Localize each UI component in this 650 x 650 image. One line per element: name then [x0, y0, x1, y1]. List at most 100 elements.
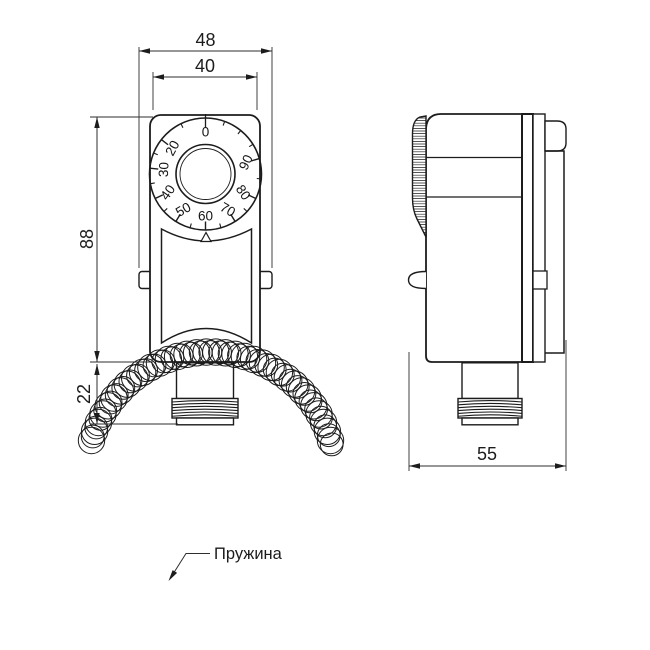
dial-major-tick: [250, 157, 260, 162]
dial-minor-tick: [222, 121, 226, 126]
dimension-depth: 55: [408, 340, 567, 471]
dial-major-tick: [160, 138, 169, 146]
dial-knob-outer: [175, 143, 236, 205]
dim-arrow: [94, 351, 100, 362]
dial-knob-inner: [179, 148, 232, 200]
front-panel: [160, 227, 253, 345]
dimension-body-height: 88: [77, 116, 153, 363]
dial-minor-tick: [243, 208, 248, 212]
spring-coil: [163, 342, 192, 371]
spring-coil: [151, 349, 176, 374]
thread-lines-side: [457, 400, 523, 417]
dial-label-50: 50: [173, 199, 194, 220]
spring-drawing: [77, 338, 345, 457]
dial-minor-tick: [163, 208, 168, 212]
spring-coil: [270, 362, 295, 387]
front-stem: [171, 362, 239, 426]
dimension-outer-width: 48: [138, 30, 273, 268]
stem-collar-front: [175, 417, 235, 426]
spring-coil: [98, 390, 123, 415]
side-backplate: [532, 113, 546, 363]
spring-coil: [316, 423, 341, 448]
dial-minor-tick: [189, 223, 192, 228]
leader-arrow: [168, 570, 178, 581]
dial-minor-tick: [219, 223, 222, 228]
spring-coil: [93, 398, 118, 423]
spring-coil: [292, 382, 317, 406]
spring-coil: [80, 424, 105, 449]
dial-label-0: 0: [202, 125, 210, 140]
stem-neck-front: [175, 362, 235, 400]
spring-coil: [118, 369, 143, 394]
dial-label-90: 90: [236, 152, 256, 172]
dial-ticks: [149, 121, 262, 230]
dim-value-55: 55: [477, 444, 497, 464]
dial-label-40: 40: [157, 182, 178, 203]
side-faceplate-bar: [521, 113, 534, 363]
spring-callout: Пружина: [168, 545, 283, 581]
dim-value-40: 40: [195, 56, 215, 76]
dial-label-20: 20: [162, 138, 182, 158]
cable-entry-bump: [544, 120, 567, 152]
side-dial-knurl: [411, 115, 427, 238]
spring-coil: [160, 346, 185, 371]
dial-minor-tick: [248, 143, 254, 148]
spring-coil: [182, 339, 211, 367]
dim-value-48: 48: [195, 30, 215, 50]
dim-value-22: 22: [74, 384, 94, 404]
spring-coil: [104, 383, 129, 407]
thread-line: [457, 408, 523, 412]
dial-label-70: 70: [218, 199, 239, 220]
side-ear-bump: [407, 270, 427, 290]
spring-coil: [230, 342, 259, 371]
dim-arrow: [153, 74, 164, 80]
spring-coil: [248, 349, 277, 377]
spring-coil: [236, 345, 261, 370]
dial-label-30: 30: [156, 162, 172, 178]
spring-coil: [273, 364, 301, 392]
dial-major-tick: [230, 213, 236, 222]
thread-line: [171, 408, 239, 412]
side-body: [425, 113, 523, 363]
dim-arrow: [409, 463, 420, 469]
thread-line: [457, 405, 523, 409]
thread-line: [457, 411, 523, 414]
spring-coil: [304, 397, 329, 422]
dial-minor-tick: [153, 152, 158, 156]
spring-coil: [316, 426, 345, 455]
dimension-body-width: 40: [152, 56, 258, 110]
thread-line: [171, 405, 239, 409]
side-view: [407, 113, 567, 426]
dial-minor-tick: [180, 123, 184, 128]
dim-arrow: [139, 48, 150, 54]
dial-label-60: 60: [198, 209, 213, 224]
thread-lines-front: [171, 400, 239, 417]
dimension-stem-length: 22: [74, 364, 178, 425]
dial-minor-tick: [150, 182, 155, 185]
thread-line: [457, 414, 523, 417]
dim-arrow: [261, 48, 272, 54]
knurl-hatch-lines: [412, 117, 426, 236]
spring-coil: [202, 338, 230, 366]
dial-major-tick: [154, 194, 164, 200]
side-backplate-ear: [532, 270, 548, 290]
dial-major-tick: [149, 167, 159, 170]
rear-strip: [545, 150, 565, 354]
dial-pointer-icon: [199, 231, 213, 243]
spring-coil: [192, 338, 220, 366]
thread-line: [457, 400, 523, 403]
dim-arrow: [94, 364, 100, 375]
stem-neck-side: [461, 362, 519, 400]
dial-major-tick: [175, 213, 181, 222]
dim-arrow: [94, 413, 100, 424]
spring-coil: [211, 339, 240, 367]
spring-coil: [227, 343, 251, 368]
dial-minor-tick: [237, 130, 242, 135]
spring-coil: [285, 375, 310, 399]
dim-value-88: 88: [77, 229, 97, 249]
spring-coil: [319, 432, 344, 457]
